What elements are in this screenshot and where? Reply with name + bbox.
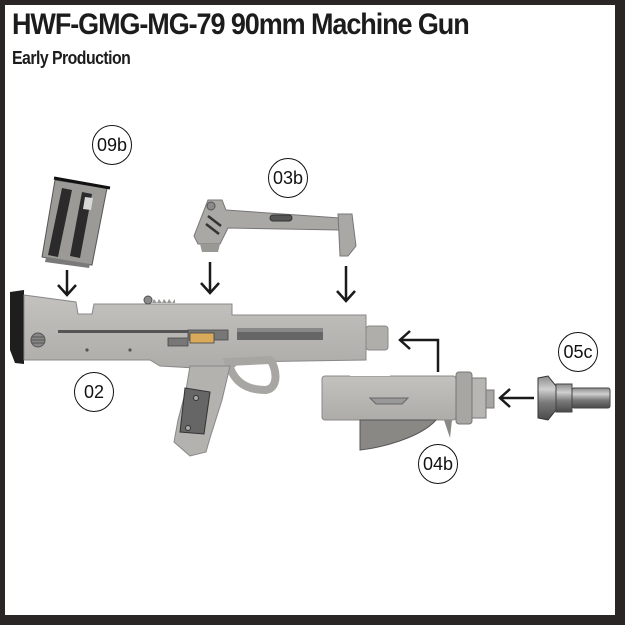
part-label-05c: 05c xyxy=(558,332,598,372)
part-label-03b: 03b xyxy=(268,158,308,198)
part-04b-barrel-shroud xyxy=(321,371,495,451)
part-label-09b: 09b xyxy=(92,125,132,165)
page-subtitle: Early Production xyxy=(12,48,131,68)
part-03b-bracket xyxy=(193,199,357,257)
page-title: HWF-GMG-MG-79 90mm Machine Gun xyxy=(12,8,470,41)
assembly-arrows xyxy=(57,262,534,408)
part-label-02: 02 xyxy=(74,372,114,412)
part-label-04b: 04b xyxy=(418,444,458,484)
part-02-receiver xyxy=(10,290,389,457)
part-09b-magazine xyxy=(41,176,111,268)
part-05c-muzzle xyxy=(537,375,611,421)
